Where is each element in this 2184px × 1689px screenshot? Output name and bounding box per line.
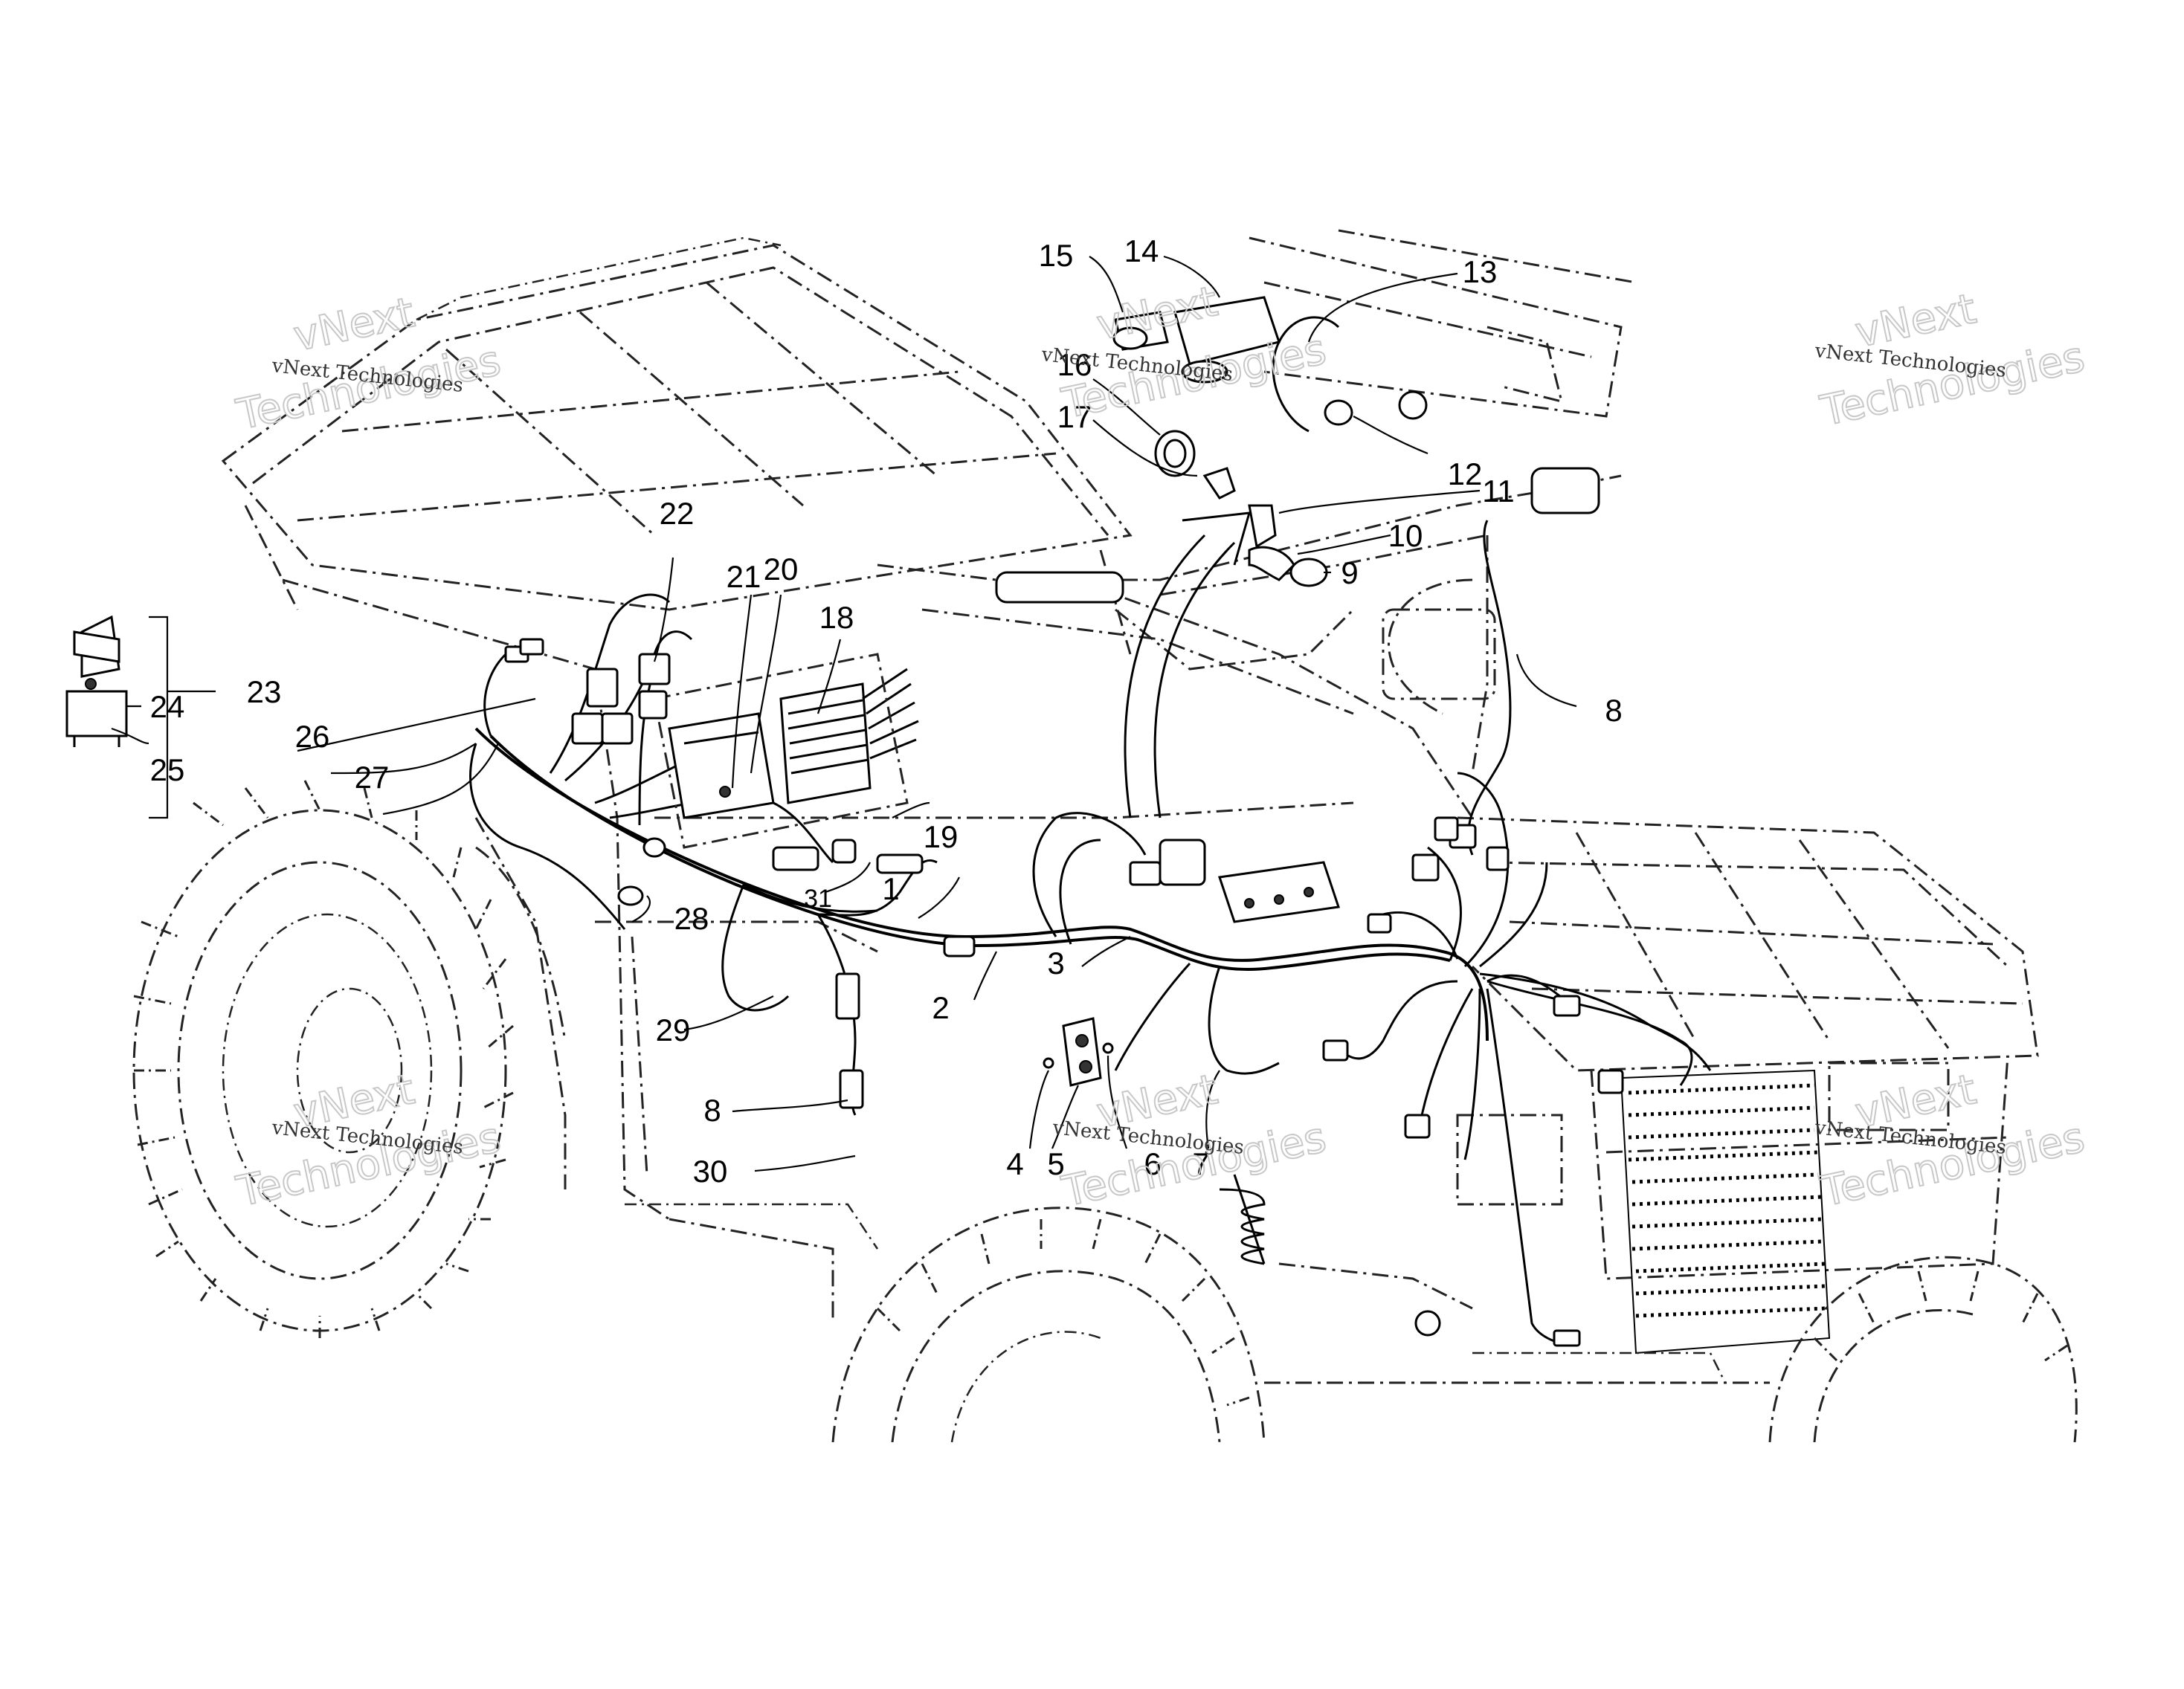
sensor-housing-11 [1248,504,1277,549]
connector-right-i [1434,816,1459,842]
connector-2 [943,935,976,957]
throttle-housing [1530,467,1600,514]
callout-5: 5 [1047,1146,1064,1181]
watermark-bottom-center: vNext Technologies vNext Technologies [1051,1065,1331,1217]
cdi-box [668,712,775,819]
front-grille [1456,1055,2009,1354]
connector-8-bottom [839,1069,864,1109]
callout-3: 3 [1047,946,1064,981]
callout-25: 25 [150,752,185,787]
elbow-10 [1248,546,1295,581]
callout-9: 9 [1341,555,1358,590]
components [504,296,1624,1347]
connector-right-d [1367,913,1392,934]
callout-18: 18 [819,600,854,635]
callout-2: 2 [932,990,949,1025]
callout-21: 21 [727,559,761,594]
connector-22-a [638,653,671,685]
watermark-top-left: vNext Technologies vNext Technologies [231,288,505,440]
callout-24: 24 [150,689,185,724]
atv-frame-drawing [132,229,2078,1443]
svg-text:Technologies: Technologies [232,337,504,440]
callout-12: 12 [1448,456,1483,491]
callout-11: 11 [1482,474,1515,508]
callout-20: 20 [764,552,799,587]
upper-body-panel [1249,229,1637,418]
connector-26b [519,638,544,656]
front-suspension [1219,1174,1473,1337]
svg-text:vNext: vNext [289,288,419,361]
callout-19: 19 [924,819,959,854]
voltage-regulator [779,668,919,804]
connector-headlight [1553,1329,1581,1347]
connector-right-c [1486,846,1510,871]
callout-16: 16 [1057,347,1092,382]
callout-26: 26 [295,719,330,754]
rear-left-wheel [132,780,514,1338]
watermark-top-center: vNext Technologies vNext Technologies [1040,277,1331,429]
connector-31-a [772,846,819,871]
direction-arrow [1124,511,1252,818]
callout-8-right: 8 [1605,693,1622,728]
callout-22: 22 [660,496,695,531]
callout-labels: 1 2 3 4 5 6 7 8 8 9 10 11 12 13 14 15 16… [150,233,1623,1189]
connector-28b [642,837,666,858]
junction-block [1218,861,1340,923]
key-switch-detail [65,615,216,819]
callout-14: 14 [1124,233,1159,268]
connector-right-g [1404,1114,1431,1139]
leader-lines [297,255,1577,1172]
connector-28 [617,885,644,906]
connector-right-a [1411,853,1440,882]
watermark-bottom-left: vNext Technologies vNext Technologies [231,1065,505,1217]
callout-13: 13 [1463,254,1498,289]
grommet-9 [1289,558,1328,587]
connector-right-e [1553,995,1581,1017]
callout-27: 27 [355,760,390,795]
connector-1 [876,853,924,874]
watermarks: vNext Technologies vNext Technologies vN… [231,277,2090,1217]
grille-mesh [1620,1069,1831,1354]
callout-30: 30 [693,1154,728,1189]
fuse-holder [571,712,604,745]
callout-31: 31 [804,885,832,913]
callout-7: 7 [1192,1146,1209,1181]
front-left-wheel [831,1207,1266,1443]
callout-29: 29 [656,1013,691,1047]
callout-1: 1 [882,871,899,906]
starter-relay [586,668,619,708]
key-switch-body [65,690,128,737]
brake-switch-assembly [1112,296,1428,500]
callout-23: 23 [247,674,282,709]
callout-15: 15 [1039,238,1074,273]
handlebar [995,467,1622,774]
ignition-switch [1043,1017,1114,1087]
connector-right-h [1322,1039,1349,1062]
watermark-bottom-right: vNext Technologies vNext Technologies [1813,1065,2090,1217]
front-right-wheel [1768,1256,2078,1443]
grip-left [995,571,1124,604]
connector-right-f [1597,1069,1624,1094]
callout-28: 28 [674,901,709,936]
callout-6: 6 [1144,1146,1161,1181]
callout-4: 4 [1006,1146,1023,1181]
connector-relay-b [601,712,634,745]
rear-right-wheel [475,846,567,1042]
connector-22-b [638,690,668,720]
callout-8-left: 8 [703,1093,721,1128]
watermark-top-right: vNext Technologies vNext Technologies [1813,284,2090,436]
starter-solenoid [1129,839,1206,886]
callout-10: 10 [1388,518,1423,553]
connector-31 [831,839,857,864]
callout-17: 17 [1057,399,1092,434]
connector-8-lower [835,972,860,1020]
front-rack [1457,816,2039,1072]
